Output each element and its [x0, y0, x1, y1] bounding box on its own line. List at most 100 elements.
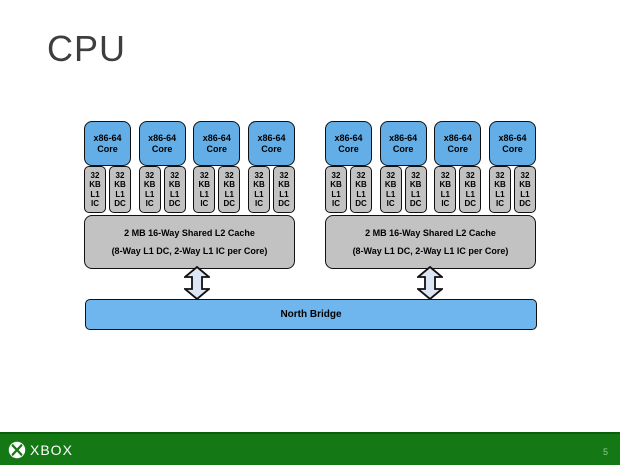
l1-cache-label: L1 [169, 189, 180, 199]
l1-cache-label: IC [495, 199, 504, 208]
l1-cache-label: 32 [386, 170, 396, 180]
l1-cache-label: 32 [465, 170, 475, 180]
l1-cache-label: KB [409, 180, 422, 189]
l1-cache-label: L1 [115, 189, 125, 199]
l1-cache-label: KB [89, 180, 101, 189]
l1-cache-label: DC [223, 199, 236, 208]
l1-cache-label: L1 [356, 189, 366, 199]
l2-cache-label: 2 MB 16-Way Shared L2 Cache [124, 228, 255, 238]
l1-cache-label: KB [168, 180, 181, 189]
l1-cache-label: KB [143, 180, 156, 189]
l1-cache-label: IC [200, 199, 209, 208]
xbox-logo: XBOX [8, 441, 73, 459]
l1-cache-label: 32 [440, 170, 450, 180]
north-bridge-label: North Bridge [280, 309, 342, 320]
l1-cache-label: DC [409, 199, 422, 208]
cpu-core-label: Core [261, 143, 282, 154]
l1-cache-label: KB [355, 180, 367, 189]
l1-cache-label: 32 [331, 170, 341, 180]
page-title: CPU [47, 28, 127, 69]
l1-cache-label: KB [223, 180, 236, 189]
l1-cache-label: 32 [254, 170, 264, 180]
l1-cache-label: KB [384, 180, 397, 189]
bidirectional-arrow-icon [417, 266, 443, 300]
l1-cache-label: L1 [224, 189, 234, 199]
l1-cache-label: L1 [495, 189, 505, 199]
footer-bar: XBOX 5 [0, 432, 620, 465]
cpu-core-label: Core [151, 143, 173, 154]
l1-cache-label: IC [441, 199, 450, 208]
l1-cache-label: 32 [495, 170, 505, 180]
cpu-core-label: Core [447, 143, 469, 154]
l1-cache-label: KB [494, 180, 506, 189]
l1-cache-label: 32 [279, 170, 289, 180]
xbox-sphere-icon [8, 441, 26, 458]
bidirectional-arrow-icon [184, 266, 210, 300]
l1-cache-label: IC [254, 199, 263, 208]
l1-cache-label: L1 [144, 189, 155, 199]
cpu-core-label: Core [392, 143, 414, 154]
l1-cache-label: KB [330, 180, 342, 189]
l1-cache-label: 32 [90, 170, 100, 180]
cpu-core-label: x86-64 [334, 132, 363, 143]
l1-cache-label: KB [519, 180, 531, 189]
cpu-core-label: Core [502, 143, 523, 154]
cpu-core-label: x86-64 [148, 132, 177, 143]
l1-cache-label: KB [253, 180, 265, 189]
l1-cache-label: L1 [90, 189, 100, 199]
l1-cache-label: KB [464, 180, 477, 189]
l1-cache-label: IC [386, 199, 395, 208]
cpu-core-label: x86-64 [389, 132, 418, 143]
l1-cache-label: 32 [170, 170, 180, 180]
cpu-core-label: x86-64 [498, 132, 527, 143]
l1-cache-label: L1 [410, 189, 421, 199]
l1-cache-label: KB [278, 180, 290, 189]
l2-cache-block: 2 MB 16-Way Shared L2 Cache(8-Way L1 DC,… [84, 215, 295, 269]
l1-cache-label: DC [355, 199, 367, 208]
page-number: 5 [602, 447, 608, 457]
l1-cache-label: 32 [115, 170, 125, 180]
xbox-wordmark: XBOX [30, 441, 73, 458]
cpu-core-label: Core [338, 143, 359, 154]
l1-cache-label: L1 [254, 189, 264, 199]
cpu-core-label: x86-64 [257, 132, 286, 143]
cpu-core-label: x86-64 [93, 132, 122, 143]
l1-cache-label: DC [114, 199, 126, 208]
cpu-core-label: x86-64 [202, 132, 231, 143]
l1-cache-label: IC [332, 199, 340, 208]
l1-cache-label: L1 [385, 189, 396, 199]
l1-cache-label: IC [91, 199, 99, 208]
l1-cache-label: L1 [440, 189, 450, 199]
l1-cache-label: DC [464, 199, 477, 208]
l1-cache-label: 32 [520, 170, 530, 180]
